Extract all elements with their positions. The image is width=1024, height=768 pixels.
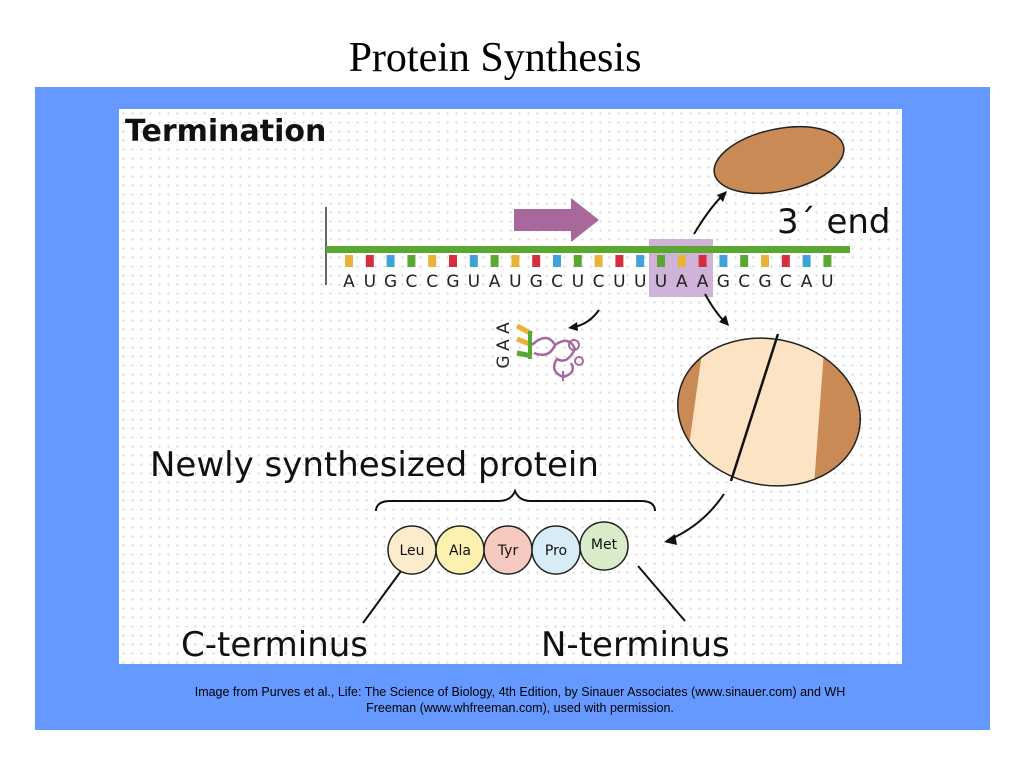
polypeptide-release-arrow xyxy=(670,493,725,540)
protein-label: Newly synthesized protein xyxy=(150,445,599,485)
n-terminus-pointer xyxy=(637,565,686,622)
large-subunit-release-arrow xyxy=(693,195,723,235)
large-subunit-release-arrowhead xyxy=(717,191,727,202)
amino-acid-met xyxy=(579,521,629,571)
base-tick xyxy=(719,255,728,267)
base-tick xyxy=(532,255,541,267)
small-ribosomal-subunit xyxy=(676,331,862,499)
mrna-base: A xyxy=(489,272,501,292)
base-tick xyxy=(698,255,707,267)
mrna-base: A xyxy=(697,272,709,292)
base-tick xyxy=(636,255,645,267)
released-trna xyxy=(515,323,584,381)
mrna-base: U xyxy=(468,272,480,292)
base-tick xyxy=(823,255,832,267)
base-tick xyxy=(594,255,603,267)
anticodon-base: A xyxy=(494,339,514,351)
mrna-base: A xyxy=(676,272,688,292)
mrna-base: A xyxy=(801,272,813,292)
base-tick xyxy=(802,255,811,267)
base-tick xyxy=(657,255,665,267)
mrna-base: C xyxy=(593,272,605,292)
mrna-base: C xyxy=(551,272,563,292)
mrna-base: G xyxy=(530,272,543,292)
mrna-base: C xyxy=(780,272,792,292)
base-tick xyxy=(345,255,353,267)
mrna-base: G xyxy=(384,272,397,292)
mrna-base: G xyxy=(446,272,459,292)
trna-release-arrow xyxy=(573,309,600,328)
mrna-base: C xyxy=(426,272,438,292)
trna-release-arrowhead xyxy=(568,322,578,331)
mrna-base: U xyxy=(655,272,667,292)
three-prime-end-label: 3´ end xyxy=(777,202,891,242)
amino-acid-label: Met xyxy=(591,537,618,553)
base-tick xyxy=(449,255,457,267)
mrna-base: C xyxy=(738,272,750,292)
amino-acid-label: Leu xyxy=(399,543,424,559)
polypeptide-chain: Leu Ala Tyr Pro Met xyxy=(387,521,629,575)
mrna-base: A xyxy=(343,272,355,292)
base-tick xyxy=(761,255,769,267)
termination-heading: Termination xyxy=(125,114,326,149)
anticodon-base: G xyxy=(494,355,514,368)
mrna-base: U xyxy=(364,272,376,292)
base-tick xyxy=(469,255,478,267)
credit-line-1: Image from Purves et al., Life: The Scie… xyxy=(194,685,846,699)
mrna-base: U xyxy=(509,272,521,292)
base-tick xyxy=(553,255,561,267)
mrna-base: U xyxy=(572,272,584,292)
amino-acid-label: Ala xyxy=(449,543,471,559)
small-subunit-release-arrow xyxy=(704,293,725,322)
protein-brace xyxy=(375,488,656,512)
base-tick xyxy=(573,255,582,267)
base-tick xyxy=(428,255,437,267)
base-tick xyxy=(365,255,374,267)
mrna-base: G xyxy=(717,272,730,292)
mrna-base: G xyxy=(758,272,771,292)
base-tick xyxy=(677,255,686,267)
base-tick xyxy=(511,255,520,267)
base-tick xyxy=(740,255,749,267)
n-terminus-label: N-terminus xyxy=(541,625,730,664)
small-subunit-release-arrowhead xyxy=(719,315,729,326)
credit-line-2: Freeman (www.whfreeman.com), used with p… xyxy=(366,701,674,715)
base-tick xyxy=(615,255,624,267)
mrna-backbone xyxy=(326,246,850,253)
c-terminus-pointer xyxy=(362,570,402,624)
amino-acid-label: Pro xyxy=(545,543,567,559)
image-credit: Image from Purves et al., Life: The Scie… xyxy=(85,684,955,716)
c-terminus-label: C-terminus xyxy=(181,625,368,664)
anticodon-base: A xyxy=(494,322,514,334)
base-tick xyxy=(386,255,395,267)
slide-title: Protein Synthesis xyxy=(348,35,642,81)
translation-direction-arrow xyxy=(514,198,599,242)
mrna-base: U xyxy=(821,272,833,292)
mrna-base: C xyxy=(405,272,417,292)
base-tick xyxy=(407,255,416,267)
mrna-base: U xyxy=(634,272,646,292)
large-ribosomal-subunit xyxy=(713,125,845,195)
amino-acid-label: Tyr xyxy=(497,543,519,559)
base-tick xyxy=(490,255,499,267)
base-tick xyxy=(781,255,790,267)
mrna-base: U xyxy=(613,272,625,292)
polypeptide-release-arrowhead xyxy=(664,534,677,545)
trna-anticodon: GAA xyxy=(494,322,514,369)
